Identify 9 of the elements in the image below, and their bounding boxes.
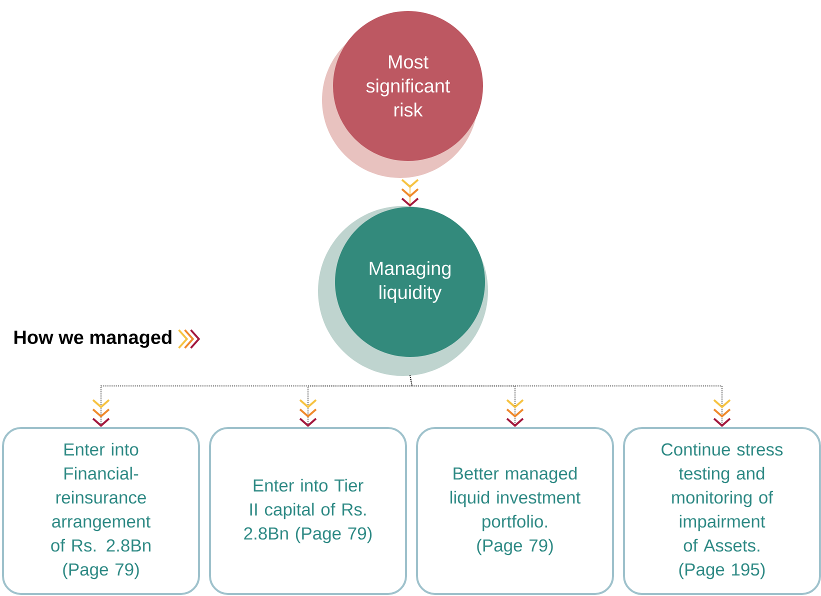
text-box: Continue stress testing and monitoring of impairment of Assets. (Page 195)	[623, 426, 821, 595]
text-box: Better managed liquid investment portfolio. (Page 79)	[416, 426, 614, 595]
circle-node: Most significant risk	[333, 11, 483, 161]
text-box: Enter into Financial-reinsurance arrangement of Rs. 2.8Bn (Page 79)	[2, 426, 200, 595]
section-heading: How we managed	[14, 330, 172, 348]
connector-arrow	[401, 179, 419, 207]
circle-node: Managing liquidity	[335, 207, 485, 357]
connector-arrow	[410, 374, 731, 427]
text-box: Enter into Tier II capital of Rs. 2.8Bn (Page 79)	[209, 426, 407, 595]
